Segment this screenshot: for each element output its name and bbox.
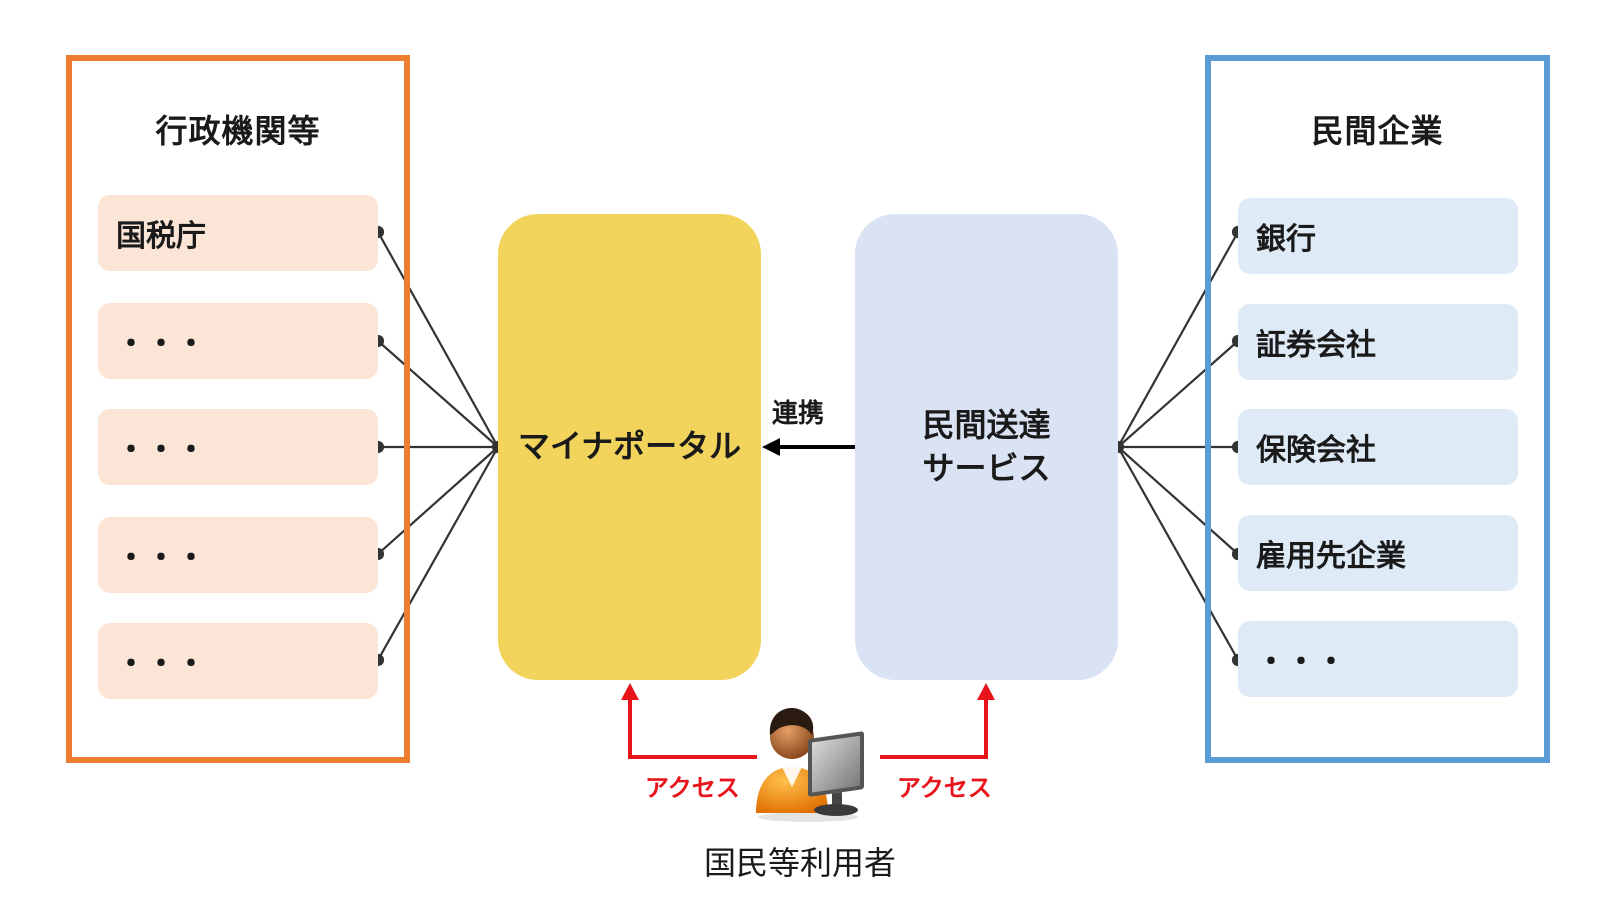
gov-connector-4 — [377, 446, 499, 555]
corp-item-securities: 証券会社 — [1238, 304, 1518, 380]
link-label: 連携 — [772, 399, 825, 429]
gov-item-5: ・・・ — [98, 623, 378, 699]
corp-item-employer: 雇用先企業 — [1238, 515, 1518, 591]
delivery-service-box: 民間送達 サービス — [855, 214, 1118, 680]
access-arrow-left — [628, 696, 757, 759]
gov-connector-5 — [377, 446, 499, 661]
access-label-left: アクセス — [645, 774, 740, 802]
corp-connector-5 — [1117, 446, 1239, 661]
corp-connector-2 — [1117, 340, 1239, 448]
corp-connector-1 — [1117, 231, 1239, 448]
corporations-title: 民間企業 — [1311, 112, 1444, 150]
gov-item-4: ・・・ — [98, 517, 378, 593]
corporations-panel: 民間企業 — [1205, 55, 1550, 763]
mynaportal-box: マイナポータル — [498, 214, 761, 680]
mynaportal-label: マイナポータル — [517, 427, 742, 466]
link-arrow — [762, 438, 855, 456]
delivery-service-label-line2: サービス — [922, 449, 1051, 487]
gov-item-nta: 国税庁 — [98, 195, 378, 271]
delivery-service-label-line1: 民間送達 — [922, 405, 1051, 444]
gov-item-3: ・・・ — [98, 409, 378, 485]
access-arrows — [628, 696, 988, 759]
government-panel: 行政機関等 — [66, 55, 410, 763]
access-label-right: アクセス — [897, 774, 992, 802]
user-at-computer-icon — [756, 708, 864, 822]
corp-item-5: ・・・ — [1238, 621, 1518, 697]
user-label: 国民等利用者 — [703, 844, 896, 882]
corp-item-bank: 銀行 — [1238, 198, 1518, 274]
gov-connector-2 — [377, 340, 499, 448]
access-arrow-right — [880, 696, 988, 759]
corp-connector-4 — [1117, 446, 1239, 555]
corp-item-insurance: 保険会社 — [1238, 409, 1518, 485]
government-title: 行政機関等 — [155, 112, 321, 150]
gov-connector-1 — [377, 231, 499, 448]
gov-item-2: ・・・ — [98, 303, 378, 379]
